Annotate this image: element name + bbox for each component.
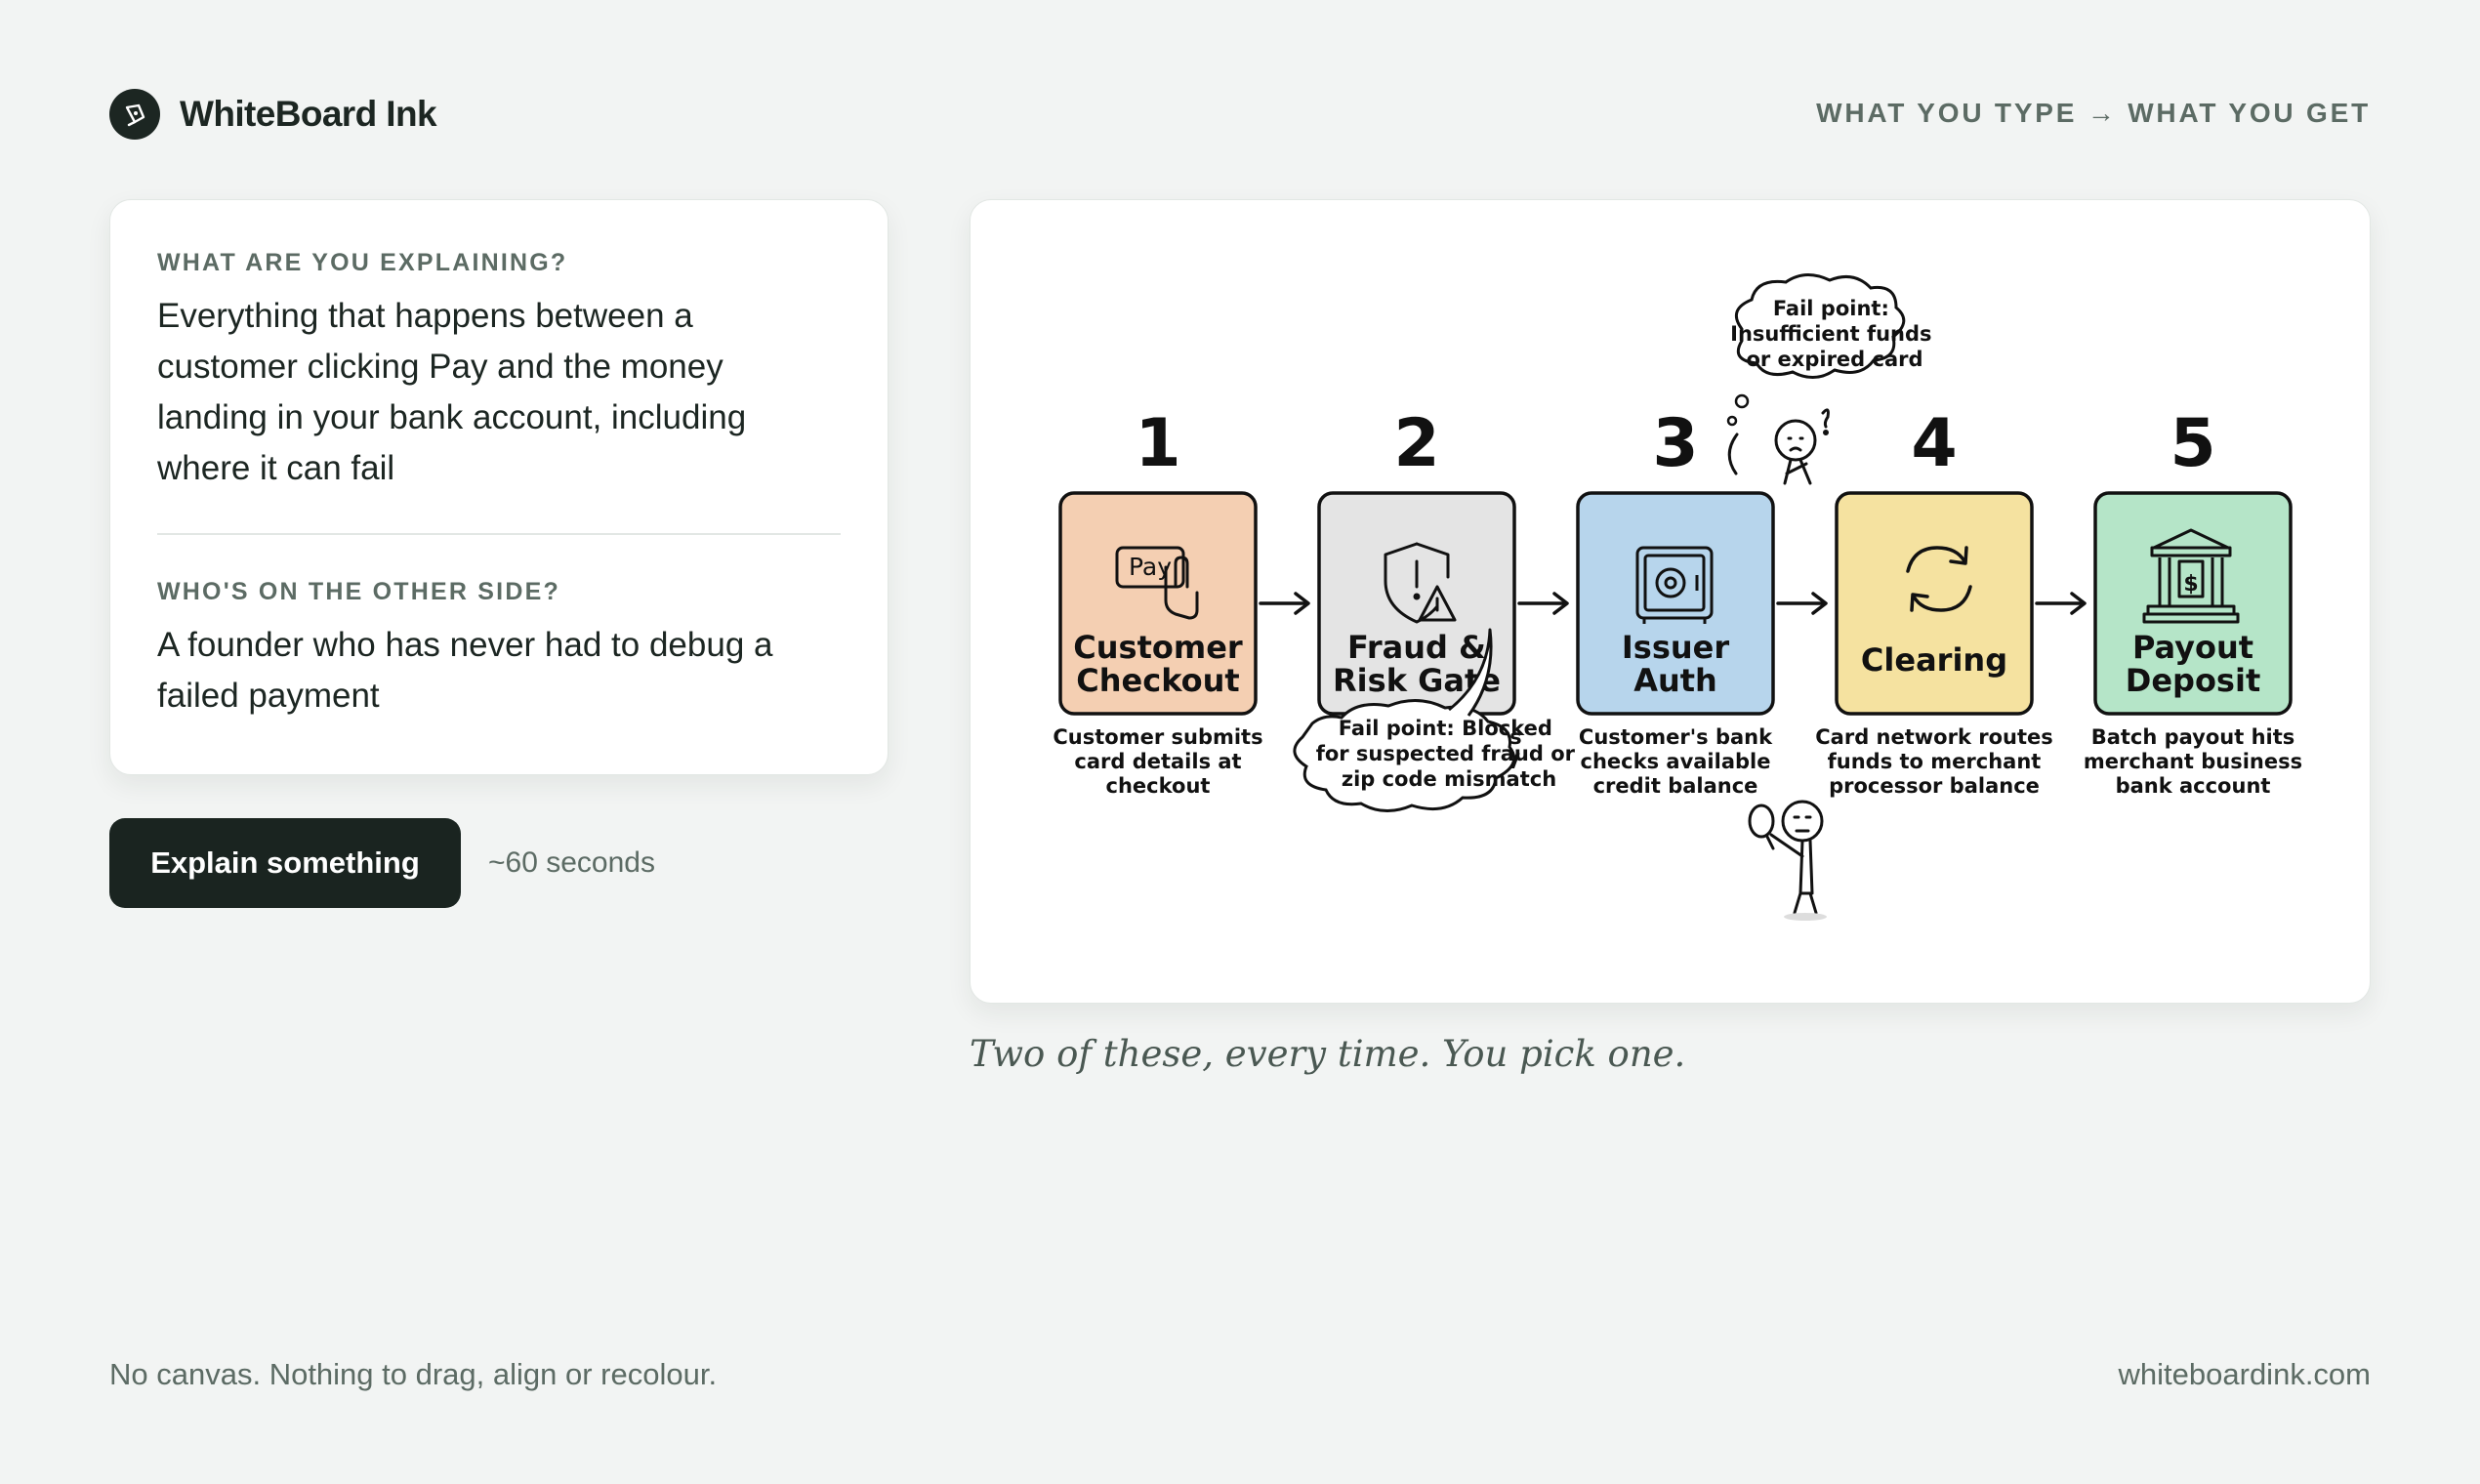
step-number: 4: [1911, 405, 1957, 482]
shield-warning-icon: [1384, 542, 1457, 624]
diagram-caption: Two of these, every time. You pick one.: [970, 1033, 1686, 1075]
bank-icon: [2142, 528, 2240, 624]
step-description: funds to merchant: [1828, 750, 2042, 773]
cta-row: Explain something ~60 seconds: [109, 818, 655, 908]
pay-button-icon: [1115, 546, 1199, 620]
step-title: Deposit: [2126, 662, 2260, 699]
safe-icon: [1635, 546, 1714, 624]
step-title: Clearing: [1861, 641, 2007, 679]
tagline: WHAT YOU TYPE → WHAT YOU GET: [1816, 98, 2371, 128]
step-number: 3: [1652, 405, 1698, 482]
step-description: card details at: [1074, 750, 1241, 773]
step-description: Card network routes: [1815, 725, 2053, 749]
thinking-person-icon: [1774, 408, 1830, 485]
explain-button[interactable]: Explain something: [109, 818, 461, 908]
magnifier-person-icon: [1748, 800, 1827, 921]
explain-input[interactable]: Everything that happens between a custom…: [157, 297, 747, 487]
step-title: Checkout: [1076, 662, 1239, 699]
step-box: [1058, 491, 1258, 716]
step-description: checkout: [1106, 774, 1211, 798]
step-title: Payout: [2132, 629, 2253, 666]
footer-link[interactable]: whiteboardink.com: [2118, 1357, 2371, 1391]
step-description: checks available: [1581, 750, 1771, 773]
pay-label: Pay: [1129, 553, 1172, 581]
refresh-icon: [1906, 546, 1972, 612]
step-description: Customer's bank: [1579, 725, 1773, 749]
audience-input[interactable]: A founder who has never had to debug a f…: [157, 626, 773, 715]
step-description: credit balance: [1593, 774, 1758, 798]
prompt-card: WHAT ARE YOU EXPLAINING? Everything that…: [109, 199, 889, 775]
divider: [157, 533, 841, 535]
step-box: [1576, 491, 1775, 716]
fail-point-cloud-top: [1726, 273, 1906, 475]
brand[interactable]: WhiteBoard Ink: [109, 88, 437, 141]
arrow-icon: [1517, 592, 1569, 615]
step-description: Batch payout hits: [2091, 725, 2295, 749]
brand-name: WhiteBoard Ink: [180, 94, 437, 134]
explain-label: WHAT ARE YOU EXPLAINING?: [157, 249, 568, 276]
fail-bottom-text: Fail point: Blocked for suspected fraud …: [1316, 717, 1583, 791]
step-title: Auth: [1633, 662, 1717, 699]
step-description: Customer submits: [1053, 725, 1262, 749]
step-title: Issuer: [1622, 629, 1729, 666]
step-description: merchant business: [2084, 750, 2302, 773]
time-hint: ~60 seconds: [488, 846, 655, 879]
fail-top-text: Fail point: Insufficient funds or expire…: [1730, 297, 1939, 371]
audience-label: WHO'S ON THE OTHER SIDE?: [157, 578, 560, 605]
dollar-sign: $: [2183, 572, 2198, 597]
pen-nib-icon: [109, 89, 160, 140]
step-number: 5: [2170, 405, 2215, 482]
arrow-icon: [1776, 592, 1828, 615]
step-title: Customer: [1073, 629, 1243, 666]
step-description: processor balance: [1829, 774, 2040, 798]
step-description: bank account: [2116, 774, 2271, 798]
fail-point-cloud-bottom: [1293, 628, 1516, 812]
arrow-icon: [2035, 592, 2087, 615]
step-box: [2093, 491, 2293, 716]
arrow-icon: [1259, 592, 1310, 615]
step-box: [1835, 491, 2034, 716]
footer-note: No canvas. Nothing to drag, align or rec…: [109, 1357, 718, 1391]
step-number: 2: [1393, 405, 1439, 482]
step-title: Fraud &: [1347, 629, 1486, 666]
step-number: 1: [1135, 405, 1180, 482]
